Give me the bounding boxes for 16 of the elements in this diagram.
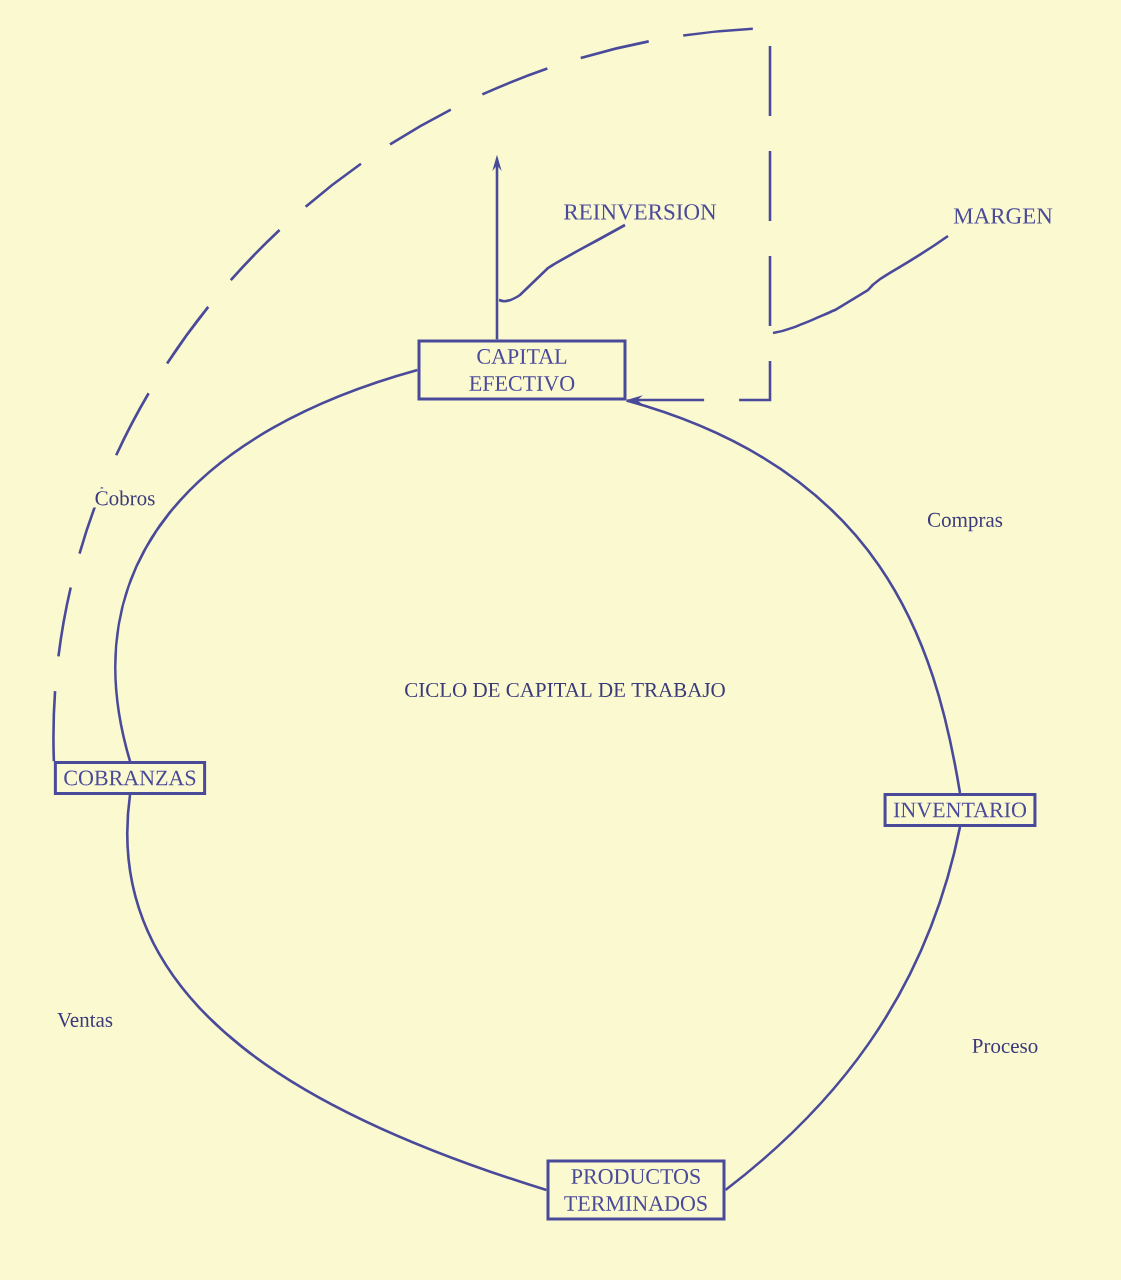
callout-text: REINVERSION bbox=[564, 204, 717, 220]
process-box: INVENTARIO bbox=[883, 793, 1037, 827]
edge-label: Compras bbox=[925, 510, 1005, 534]
connector-line bbox=[724, 826, 962, 1192]
leader-line bbox=[498, 223, 626, 303]
connector-line bbox=[114, 368, 418, 762]
leader-line bbox=[772, 234, 949, 335]
arrow bbox=[52, 26, 772, 762]
callout-text: MARGEN bbox=[953, 208, 1053, 224]
connector-line bbox=[626, 399, 962, 794]
edge-label: Proceso bbox=[969, 1037, 1041, 1055]
connector-line bbox=[126, 794, 547, 1192]
process-box: CAPITAL EFECTIVO bbox=[417, 339, 627, 401]
process-box: PRODUCTOS TERMINADOS bbox=[546, 1159, 726, 1221]
center-text: CICLO DE CAPITAL DE TRABAJO bbox=[405, 682, 725, 698]
process-box: COBRANZAS bbox=[53, 761, 207, 795]
